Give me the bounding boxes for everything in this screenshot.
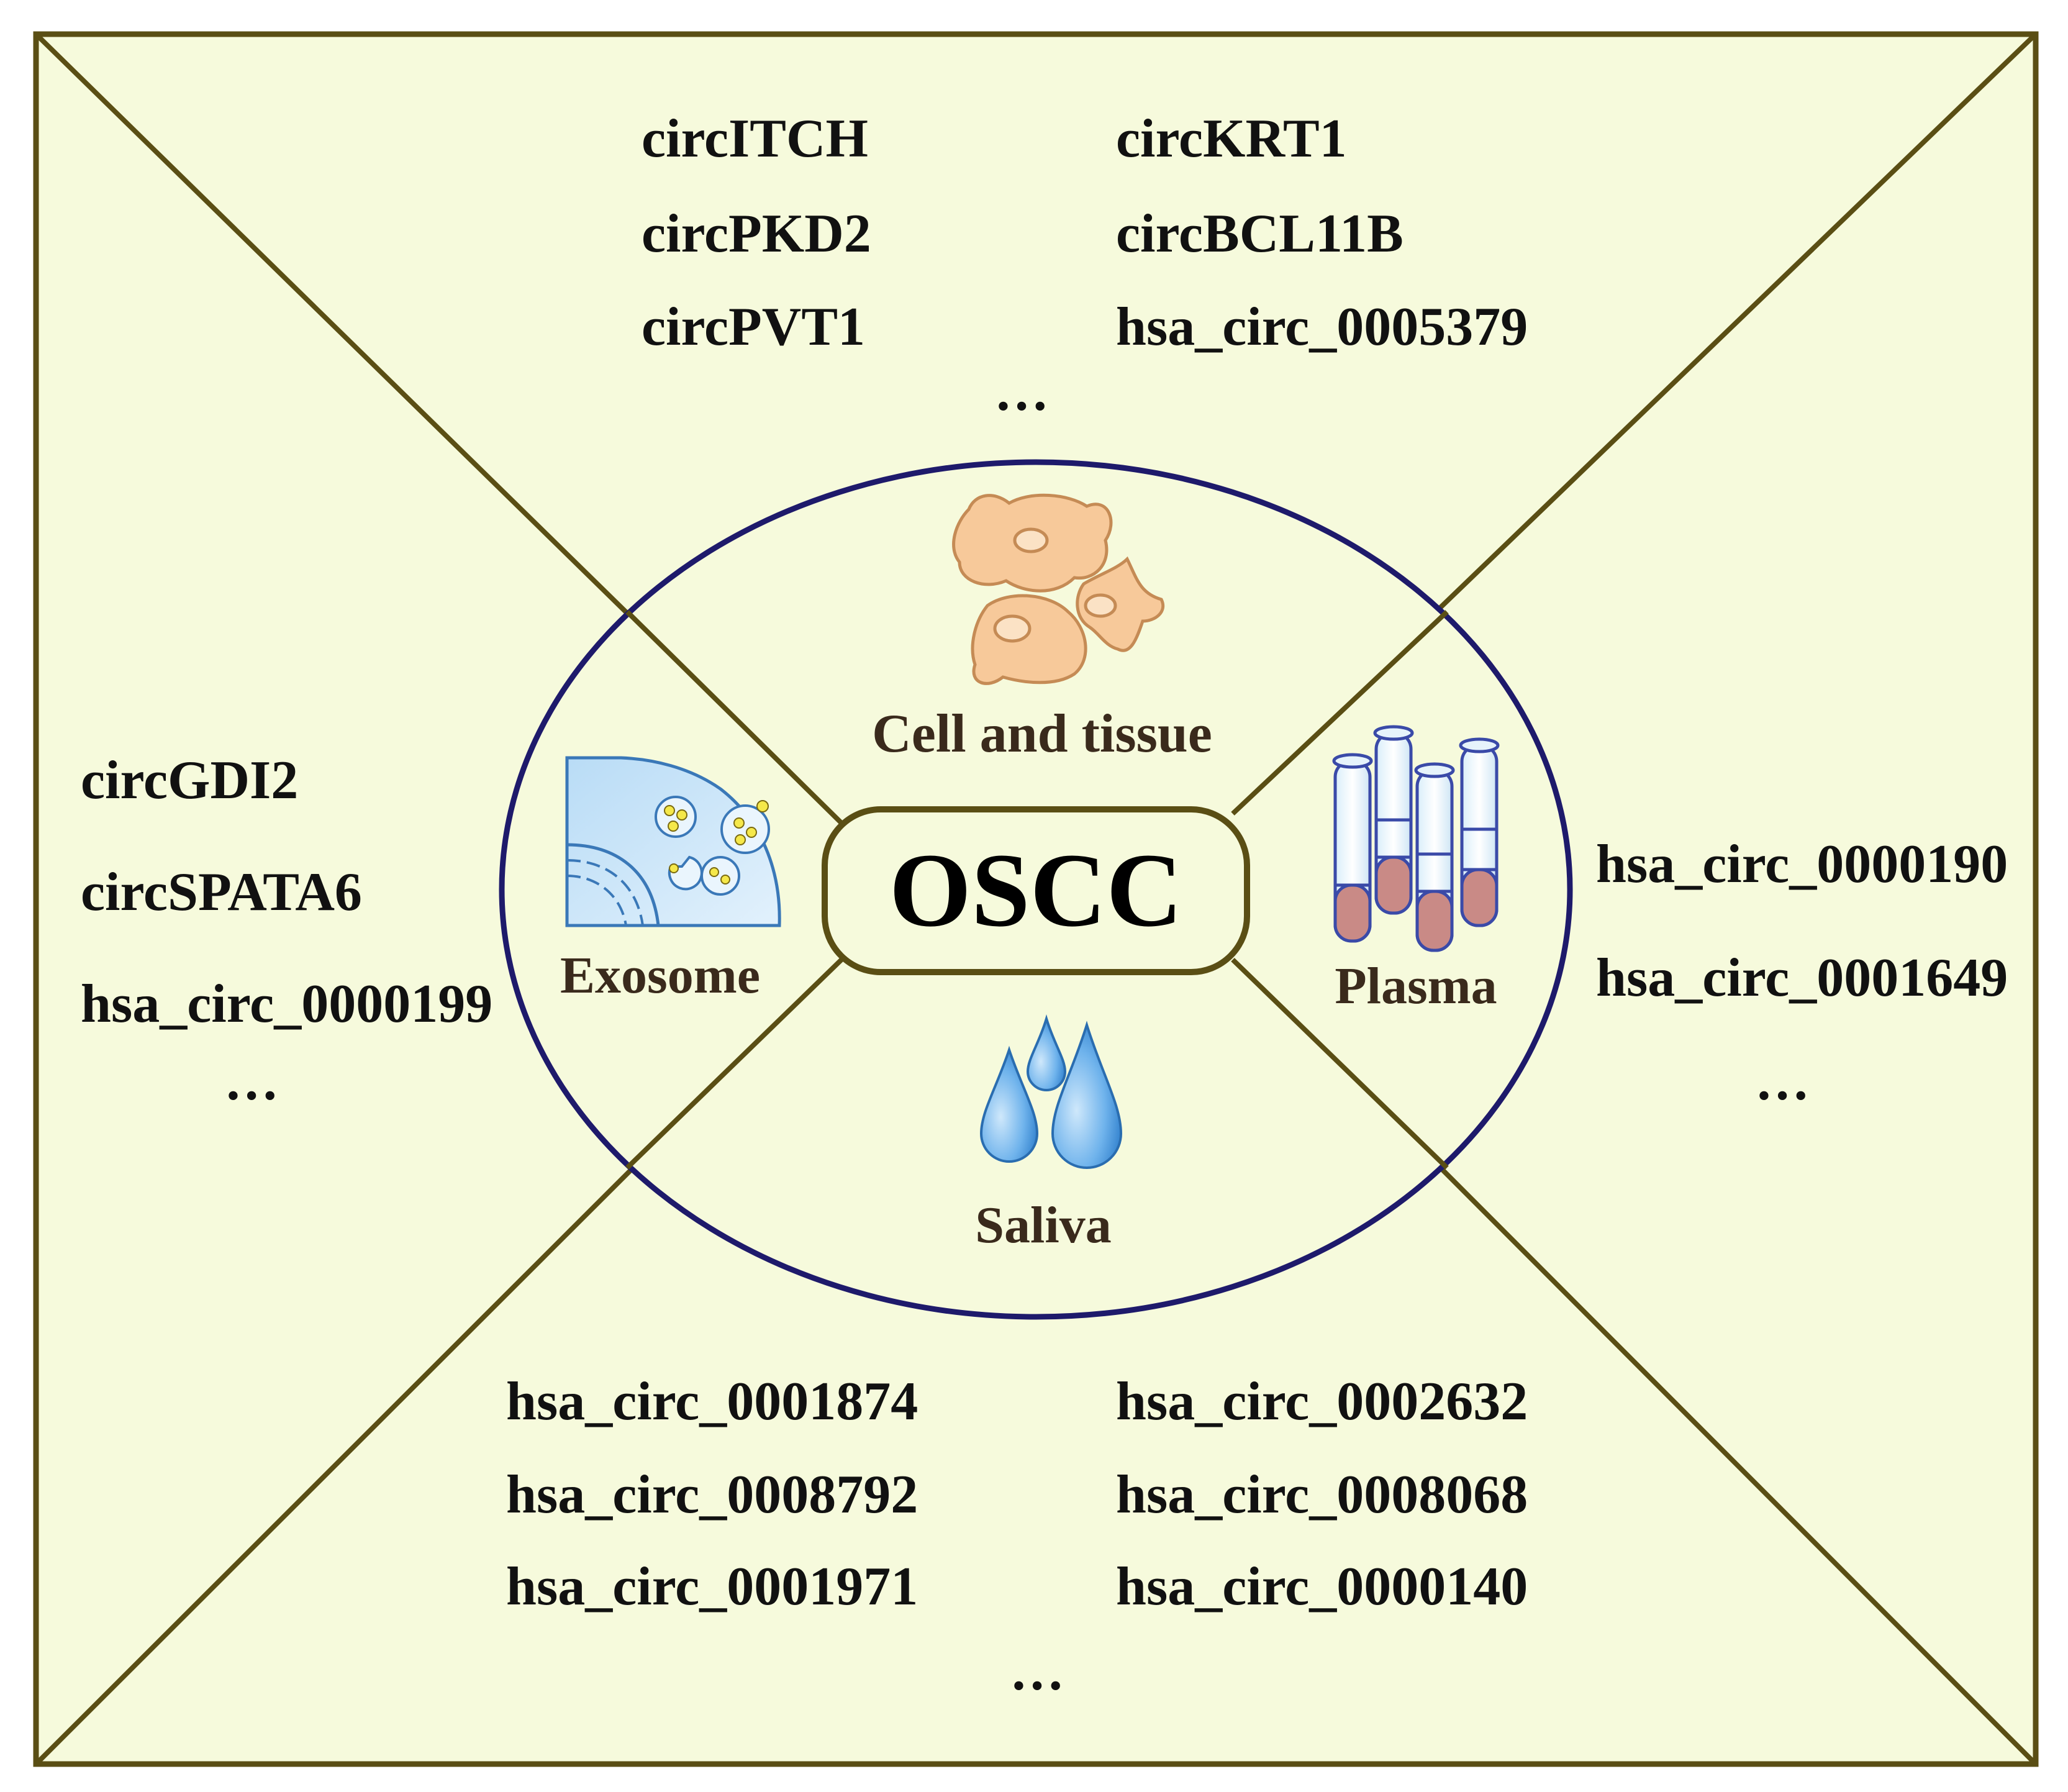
list-item: hsa_circ_0000199 <box>81 974 492 1034</box>
list-item: circITCH <box>642 109 868 169</box>
list-item: hsa_circ_0000190 <box>1596 834 2008 894</box>
inner-divider-4 <box>1231 958 1449 1170</box>
left-list: circGDI2 circSPATA6 hsa_circ_0000199 <box>81 750 492 1034</box>
list-item: circBCL11B <box>1116 204 1404 264</box>
top-right-list: circKRT1 circBCL11B hsa_circ_0005379 <box>1116 109 1528 357</box>
list-item: hsa_circ_0001971 <box>506 1557 918 1617</box>
list-item: hsa_circ_0000140 <box>1116 1557 1528 1617</box>
list-item: hsa_circ_0002632 <box>1116 1371 1528 1432</box>
exosome-icon <box>565 756 781 927</box>
list-item: circPVT1 <box>642 297 865 357</box>
right-list: hsa_circ_0000190 hsa_circ_0001649 <box>1596 834 2008 1008</box>
bottom-left-list: hsa_circ_0001874 hsa_circ_0008792 hsa_ci… <box>506 1371 918 1617</box>
cell-tissue-label: Cell and tissue <box>872 704 1212 764</box>
exosome-label: Exosome <box>560 947 760 1004</box>
list-item: circGDI2 <box>81 750 298 811</box>
right-ellipsis: … <box>1755 1052 1810 1112</box>
plasma-icon <box>1332 725 1500 952</box>
list-item: hsa_circ_0008792 <box>506 1465 918 1525</box>
list-item: hsa_circ_0001874 <box>506 1371 918 1432</box>
list-item: circSPATA6 <box>81 862 362 922</box>
saliva-icon <box>979 1014 1123 1169</box>
oscc-label: OSCC <box>889 832 1182 948</box>
bottom-ellipsis: … <box>1010 1642 1064 1702</box>
left-ellipsis: … <box>224 1052 279 1112</box>
list-item: circKRT1 <box>1116 109 1347 169</box>
inner-divider-2 <box>1231 610 1449 816</box>
saliva-label: Saliva <box>975 1196 1111 1254</box>
cell-icon <box>952 493 1165 685</box>
list-item: circPKD2 <box>642 204 871 264</box>
inner-divider-1 <box>625 610 846 828</box>
list-item: hsa_circ_0001649 <box>1596 948 2008 1008</box>
top-left-list: circITCH circPKD2 circPVT1 <box>642 109 871 357</box>
list-item: hsa_circ_0005379 <box>1116 297 1528 357</box>
plasma-label: Plasma <box>1335 957 1497 1015</box>
oscc-box <box>822 806 1250 975</box>
inner-divider-3 <box>625 958 843 1170</box>
top-ellipsis: … <box>994 362 1049 422</box>
bottom-right-list: hsa_circ_0002632 hsa_circ_0008068 hsa_ci… <box>1116 1371 1528 1617</box>
list-item: hsa_circ_0008068 <box>1116 1465 1528 1525</box>
